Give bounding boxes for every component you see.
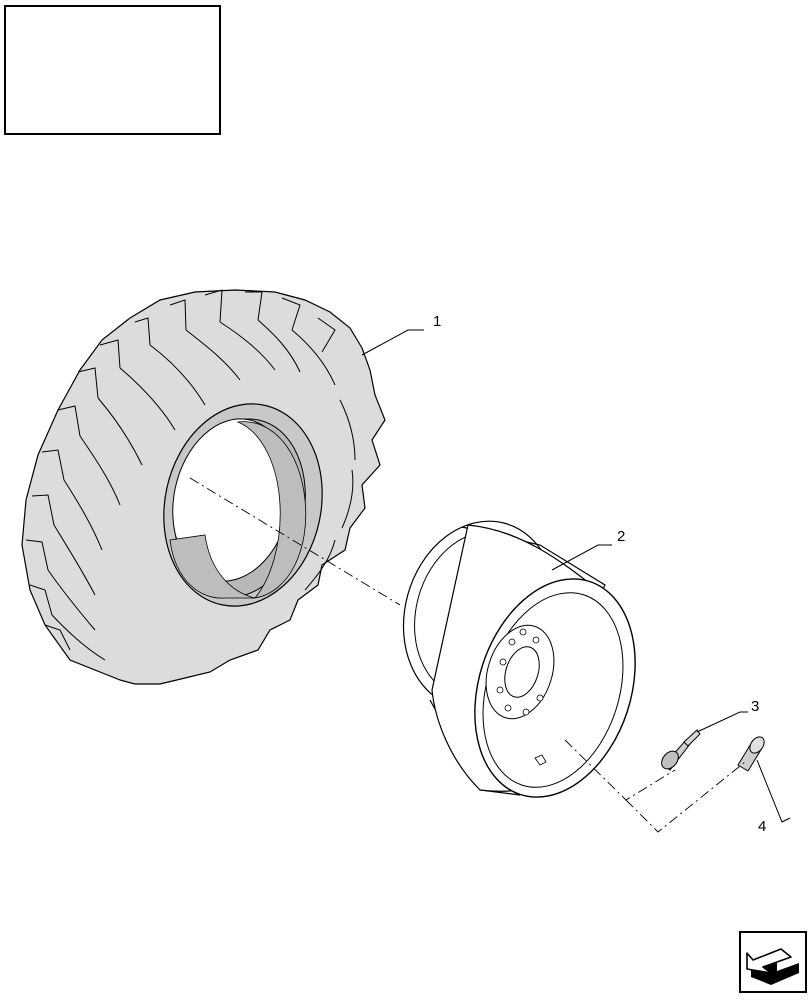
leader-tire bbox=[361, 329, 424, 356]
tire-inner-band bbox=[169, 534, 256, 599]
callout-4: 4 bbox=[758, 818, 766, 835]
title-block bbox=[4, 5, 221, 135]
leader-rim bbox=[551, 544, 612, 571]
callout-1: 1 bbox=[433, 313, 441, 330]
tire-tread bbox=[47, 319, 356, 661]
valve-cap[interactable] bbox=[737, 734, 767, 772]
callout-2: 2 bbox=[617, 528, 625, 545]
back-arrow-icon bbox=[746, 948, 799, 985]
valve-stem bbox=[683, 729, 701, 747]
leader-lines bbox=[361, 329, 791, 823]
callout-3: 3 bbox=[751, 698, 759, 715]
tire-inner-wall bbox=[236, 421, 307, 599]
back-navigation-button[interactable] bbox=[739, 931, 807, 993]
valve-cap-end bbox=[749, 736, 765, 754]
assembly-lines bbox=[189, 477, 746, 833]
rim[interactable] bbox=[383, 504, 662, 818]
leader-cap bbox=[756, 759, 791, 823]
rim-valve-hole bbox=[534, 754, 547, 766]
valve-nut bbox=[661, 750, 679, 770]
rim-hub-hole bbox=[504, 646, 540, 698]
leader-valve bbox=[696, 711, 748, 733]
rim-stud-holes bbox=[496, 628, 544, 716]
valve[interactable] bbox=[658, 729, 701, 772]
tire[interactable] bbox=[21, 289, 386, 685]
tire-lugs bbox=[25, 289, 336, 651]
axis-line-tire-rim bbox=[189, 477, 401, 606]
axis-line-valve-cap bbox=[625, 761, 746, 833]
